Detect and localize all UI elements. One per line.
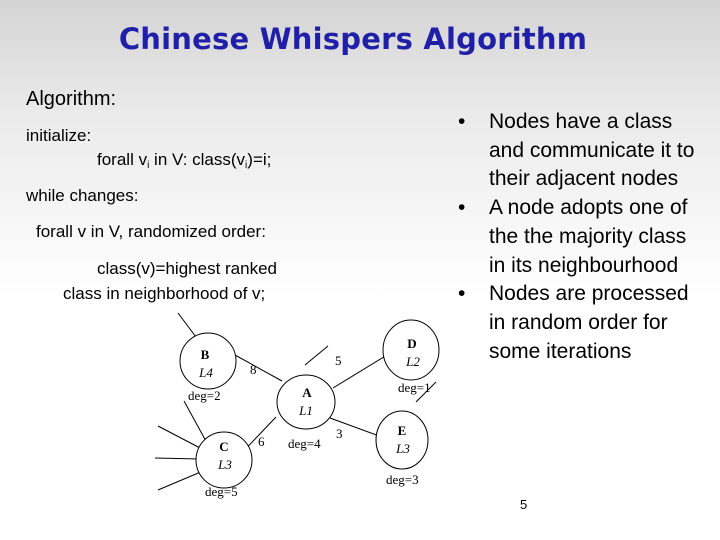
- edge-b-a: [234, 354, 283, 382]
- edge-e-right: [415, 381, 437, 403]
- bullet-item: • Nodes are processed in random order for…: [458, 280, 708, 366]
- bullet-dot: •: [458, 196, 466, 220]
- node-c-id: C: [219, 439, 228, 454]
- algorithm-heading: Algorithm:: [26, 88, 117, 110]
- weight-b-a: 8: [250, 362, 257, 377]
- init-forall-pre: forall v: [97, 150, 148, 169]
- node-d-class: L2: [405, 354, 420, 369]
- node-d-degree: deg=1: [398, 380, 431, 395]
- edge-c-1: [183, 400, 208, 444]
- node-a-id: A: [302, 385, 312, 400]
- node-b: [179, 332, 237, 390]
- bullet-dot: •: [458, 110, 466, 133]
- slide-title: Chinese Whispers Algorithm: [118, 22, 588, 56]
- bullet-list: • Nodes have a class and communicate it t…: [458, 108, 708, 366]
- node-c-degree: deg=5: [205, 484, 238, 499]
- edge-c-2: [157, 425, 203, 450]
- node-e: [375, 410, 429, 470]
- node-d-id: D: [407, 336, 416, 351]
- bullet-item: • A node adopts one of the the majority c…: [458, 194, 708, 280]
- while-line: while changes:: [26, 186, 139, 205]
- weight-a-c: 6: [258, 434, 265, 449]
- edge-c-4: [157, 470, 204, 491]
- node-a-degree: deg=4: [288, 436, 321, 451]
- bullet-text: Nodes have a class and communicate it to…: [489, 110, 695, 191]
- init-forall-line: forall vi in V: class(vi)=i;: [97, 150, 271, 171]
- node-e-degree: deg=3: [386, 472, 419, 487]
- bullet-text: Nodes are processed in random order for …: [489, 282, 689, 363]
- weight-a-d: 5: [335, 353, 342, 368]
- bullet-dot: •: [458, 282, 466, 306]
- loop-line: forall v in V, randomized order:: [36, 222, 266, 241]
- node-d: [382, 319, 440, 381]
- subscript-i: i: [245, 160, 248, 171]
- graph-edges: [154, 312, 437, 491]
- subscript-i: i: [147, 160, 150, 171]
- edge-a-d: [332, 354, 388, 389]
- node-c-class: L3: [217, 457, 232, 472]
- edge-a-e: [329, 417, 383, 438]
- node-a: [276, 374, 336, 430]
- page-number: 5: [520, 497, 528, 512]
- node-a-class: L1: [298, 403, 313, 418]
- node-c: [195, 431, 253, 489]
- edge-b-left: [177, 312, 197, 338]
- init-forall-mid: in V: class(v: [149, 150, 246, 169]
- node-e-id: E: [398, 423, 407, 438]
- init-line: initialize:: [26, 126, 92, 145]
- weight-a-e: 3: [336, 426, 343, 441]
- node-b-class: L4: [198, 365, 213, 380]
- init-forall-post: )=i;: [247, 150, 272, 169]
- edge-a-top: [304, 345, 329, 366]
- node-b-degree: deg=2: [188, 388, 221, 403]
- bullet-item: • Nodes have a class and communicate it t…: [458, 108, 708, 194]
- bullet-text: A node adopts one of the the majority cl…: [489, 196, 688, 277]
- update-line-2: class in neighborhood of v;: [63, 284, 266, 303]
- edge-c-3: [154, 457, 200, 460]
- update-line-1: class(v)=highest ranked: [97, 259, 278, 278]
- node-e-class: L3: [395, 441, 410, 456]
- node-b-id: B: [201, 347, 210, 362]
